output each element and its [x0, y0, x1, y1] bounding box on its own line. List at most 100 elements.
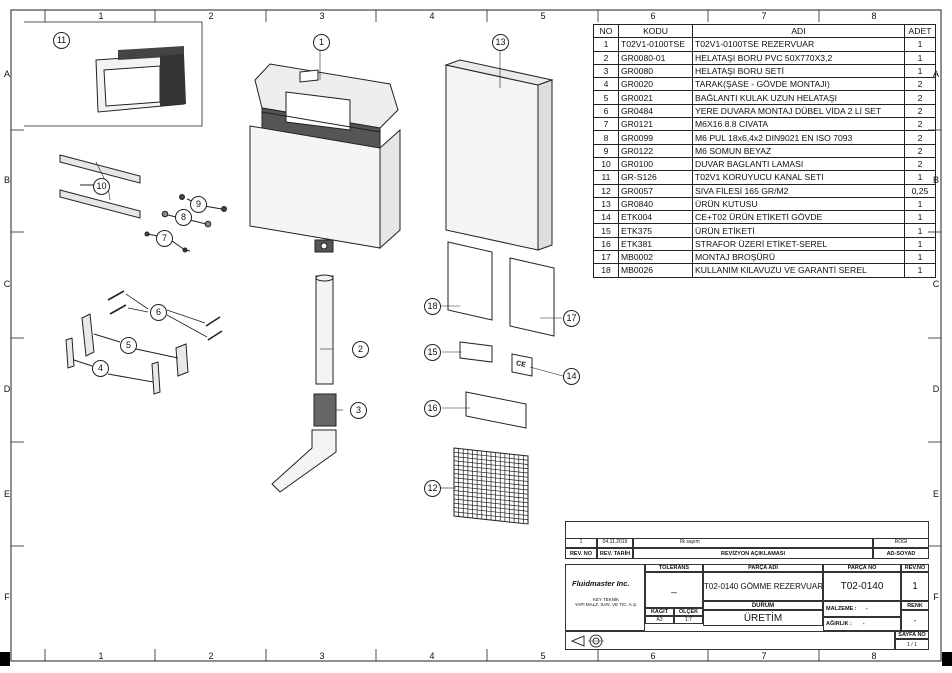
bom-cell-no: 7	[593, 117, 619, 132]
bom-cell-adet: 1	[904, 50, 936, 65]
balloon-11: 11	[53, 32, 70, 49]
bom-cell-adi: KULLANIM KILAVUZU VE GARANTİ SEREL	[692, 263, 905, 278]
bom-cell-kodu: GR-S126	[618, 170, 693, 185]
bom-cell-adet: 2	[904, 90, 936, 105]
bom-cell-adet: 1	[904, 223, 936, 238]
balloon-18: 18	[424, 298, 441, 315]
bom-cell-no: 18	[593, 263, 619, 278]
bom-cell-kodu: GR0020	[618, 77, 693, 92]
kagit-value: A3	[645, 616, 674, 624]
part-15-label	[459, 341, 493, 363]
balloon-12: 12	[424, 480, 441, 497]
bom-cell-no: 14	[593, 210, 619, 225]
bom-cell-no: 4	[593, 77, 619, 92]
bom-cell-adi: ÜRÜN ETİKETİ	[692, 223, 905, 238]
bom-cell-adet: 1	[904, 263, 936, 278]
bom-cell-kodu: ETK381	[618, 236, 693, 252]
outer-border	[10, 9, 942, 662]
balloon-2: 2	[352, 341, 369, 358]
balloon-6: 6	[150, 304, 167, 321]
bom-cell-adet: 2	[904, 103, 936, 119]
rev-no-value: 1	[901, 572, 929, 601]
bom-cell-kodu: GR0840	[618, 196, 693, 212]
bom-cell-adet: 1	[904, 63, 936, 79]
bom-cell-kodu: GR0080-01	[618, 50, 693, 65]
bom-cell-adet: 1	[904, 250, 936, 265]
bom-cell-no: 12	[593, 183, 619, 198]
bom-cell-adi: T02V1 KORUYUCU KANAL SETI	[692, 170, 905, 185]
rev-row-rev: 1	[565, 538, 597, 548]
balloon-5: 5	[120, 337, 137, 354]
bom-cell-adi: M6 PUL 18x6,4x2 DIN9021 EN ISO 7093	[692, 130, 905, 145]
balloon-10: 10	[93, 178, 110, 195]
bom-cell-adet: 1	[904, 196, 936, 212]
bom-cell-kodu: GR0121	[618, 117, 693, 132]
bom-cell-kodu: ETK004	[618, 210, 693, 225]
balloon-1: 1	[313, 34, 330, 51]
title-block: 1 04.11.2019 İlk sayım ROĞİ REV. NO REV.…	[565, 521, 929, 650]
part-14-label	[511, 353, 533, 377]
part-6-screws	[107, 290, 223, 341]
part-11-view	[24, 21, 203, 127]
bom-header-kodu: KODU	[618, 23, 693, 39]
bom-cell-adi: MONTAJ BROŞÜRÜ	[692, 250, 905, 265]
bom-cell-kodu: MB0002	[618, 250, 693, 265]
bom-cell-no: 1	[593, 37, 619, 52]
part-18-sheet	[447, 241, 493, 321]
bom-header-adi: ADI	[692, 23, 905, 39]
bom-cell-adi: TARAK(ŞASE - GÖVDE MONTAJI)	[692, 77, 905, 92]
balloon-4: 4	[92, 360, 109, 377]
bom-cell-no: 10	[593, 156, 619, 172]
bom-cell-adet: 1	[904, 170, 936, 185]
balloon-16: 16	[424, 400, 441, 417]
parca-no: T02-0140	[823, 572, 901, 601]
bom-cell-adi: M6X16 8.8 CIVATA	[692, 117, 905, 132]
bom-cell-kodu: GR0080	[618, 63, 693, 79]
rev-row-name: ROĞİ	[873, 538, 929, 548]
balloon-14: 14	[563, 368, 580, 385]
bom-cell-adi: ÜRÜN KUTUSU	[692, 196, 905, 212]
leader-lines	[95, 48, 564, 489]
company-subtitle: KEY TEKNİK YAPI MALZ. SAN. VE TİC. A.Ş.	[574, 597, 638, 607]
part-17-sheet	[509, 257, 555, 337]
bom-cell-no: 3	[593, 63, 619, 79]
bom-cell-adi: M6 SOMUN BEYAZ	[692, 143, 905, 158]
bom-cell-adi: T02V1-0100TSE REZERVUAR	[692, 37, 905, 52]
bom-cell-no: 15	[593, 223, 619, 238]
olcek-value: 1:7	[674, 616, 703, 624]
balloon-17: 17	[563, 310, 580, 327]
company-logo: Fluidmaster Inc.	[572, 579, 630, 588]
bom-header-no: NO	[593, 23, 619, 39]
bom-cell-adi: STRAFOR ÜZERİ ETİKET-SEREL	[692, 236, 905, 252]
bom-cell-kodu: GR0122	[618, 143, 693, 158]
bom-cell-kodu: GR0021	[618, 90, 693, 105]
tolerans-value: _	[645, 572, 703, 608]
bom-cell-adet: 2	[904, 77, 936, 92]
bom-cell-no: 16	[593, 236, 619, 252]
bom-cell-adi: CE+T02 ÜRÜN ETİKETİ GÖVDE	[692, 210, 905, 225]
renk-value: -	[901, 610, 929, 631]
sayfa-value: 1 / 1	[895, 639, 929, 650]
part-3-elbow	[271, 393, 337, 493]
bom-cell-no: 5	[593, 90, 619, 105]
malzeme-cell: MALZEME : -	[823, 601, 901, 617]
corner-mark	[942, 652, 952, 666]
bom-header-adet: ADET	[904, 23, 936, 39]
bom-cell-no: 17	[593, 250, 619, 265]
bom-cell-adet: 2	[904, 130, 936, 145]
disclaimer-cell	[565, 631, 895, 650]
bom-cell-adet: 1	[904, 37, 936, 52]
bom-cell-adet: 0,25	[904, 183, 936, 198]
bom-cell-no: 9	[593, 143, 619, 158]
projection-symbol-icon	[570, 634, 604, 648]
balloon-15: 15	[424, 344, 441, 361]
